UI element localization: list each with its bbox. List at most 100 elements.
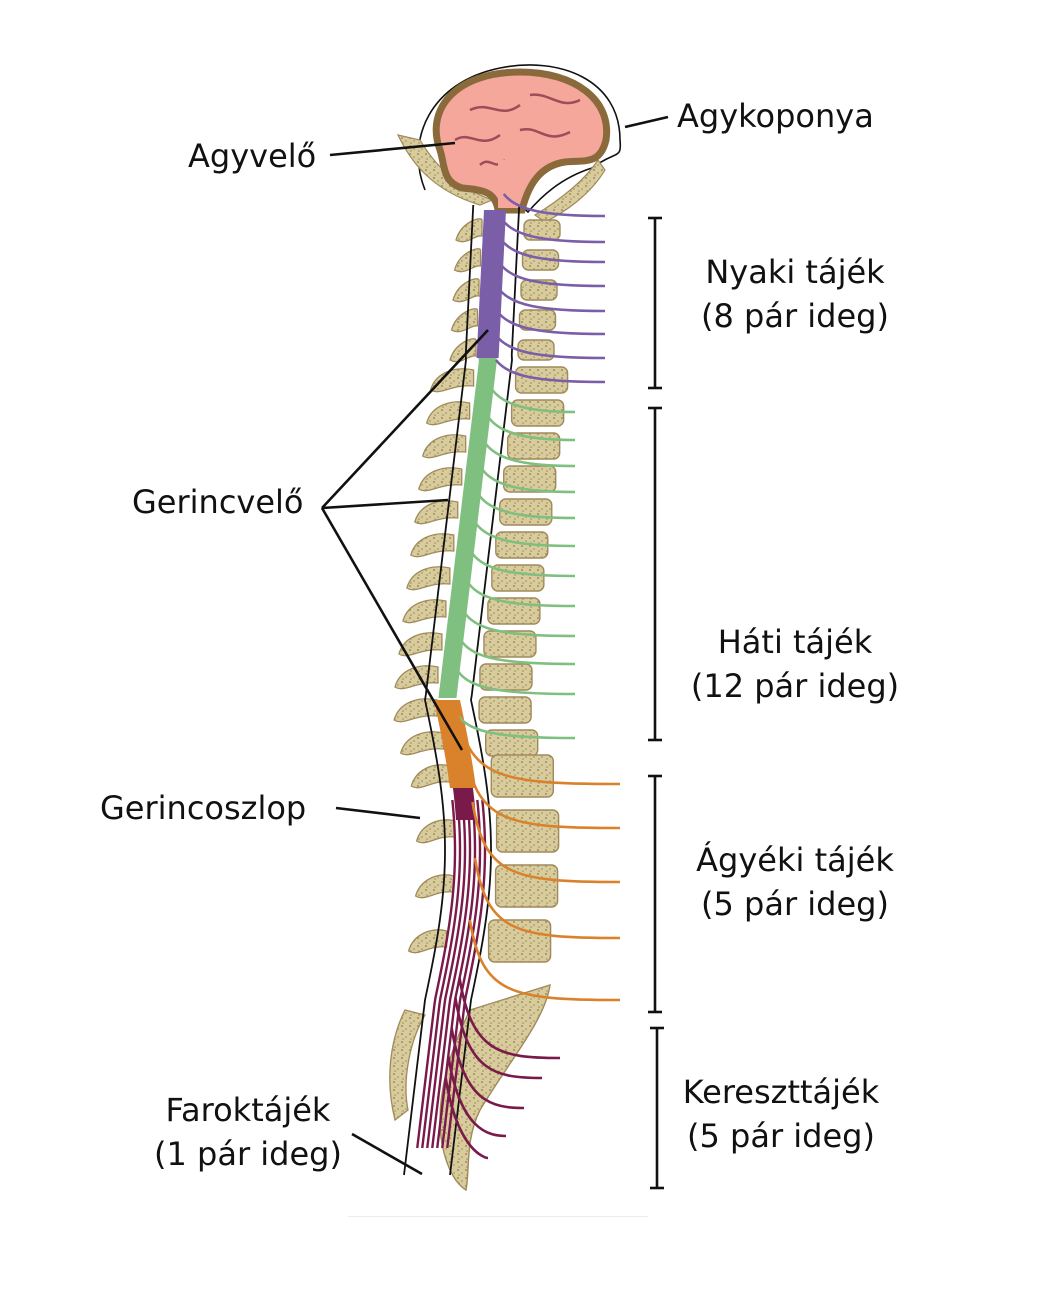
nerve-sacral	[450, 1027, 525, 1110]
bracket-sacral	[650, 1026, 664, 1190]
cauda-equina-strand	[421, 799, 462, 1149]
bracket-lumbar	[648, 774, 662, 1014]
divider	[348, 1216, 648, 1217]
nerve-cervical	[496, 311, 606, 336]
label-brain: Agyvelő	[188, 137, 317, 175]
vertebra-process	[410, 533, 455, 558]
leader-brain	[329, 141, 456, 157]
label-lumbar-title: Ágyéki tájék	[696, 841, 894, 879]
nerve-thoracic	[488, 417, 576, 442]
nerve-thoracic	[457, 715, 576, 740]
vertebra-process	[421, 434, 467, 459]
vertebra-body	[490, 754, 554, 798]
nerve-thoracic	[484, 443, 576, 468]
nerve-sacral	[444, 1077, 489, 1160]
nerve-sacral	[454, 997, 543, 1080]
cauda-equina-strand	[441, 799, 482, 1149]
nerve-thoracic	[464, 613, 576, 638]
spinal-nerves	[444, 193, 621, 1160]
nerve-thoracic	[478, 495, 576, 520]
cauda-equina-strand	[416, 799, 457, 1149]
vertebra-process	[414, 874, 455, 899]
label-thoracic-title: Háti tájék	[717, 623, 873, 661]
vertebra-process	[393, 698, 438, 723]
vertebra-process	[452, 278, 480, 303]
label-coccygeal-title: Faroktájék	[165, 1091, 331, 1129]
nerve-cervical	[501, 219, 606, 244]
vertebra-process	[417, 467, 463, 492]
vertebra-process	[415, 819, 456, 844]
leader-coccygeal	[351, 1132, 423, 1176]
vertebra-process	[453, 248, 482, 273]
label-sacral-count: (5 pár ideg)	[687, 1117, 875, 1155]
nerve-cervical	[494, 359, 606, 384]
sacral-crest	[389, 1009, 427, 1122]
cord-thoracic	[438, 358, 497, 698]
cauda-equina-strand	[426, 799, 467, 1149]
label-vertebral-column: Gerincoszlop	[100, 789, 307, 827]
occipital-bone-left	[396, 134, 494, 206]
nerve-sacral	[458, 977, 561, 1060]
vertebra-process	[429, 368, 475, 393]
cauda-equina-strand	[446, 799, 487, 1149]
vertebra-body	[510, 399, 565, 427]
cauda-equina-strand	[436, 799, 477, 1149]
nerve-thoracic	[457, 671, 576, 696]
vertebra-process	[402, 599, 447, 624]
vertebra-body	[494, 864, 559, 908]
label-spinal-cord: Gerincvelő	[132, 483, 304, 521]
nerve-thoracic	[461, 641, 576, 666]
bracket-cervical	[648, 216, 662, 390]
vertebra-body	[503, 465, 557, 493]
vertebra-body	[487, 919, 552, 963]
region-brackets	[648, 216, 664, 1190]
nerve-sacral	[446, 1055, 507, 1138]
vertebra-body	[479, 663, 533, 691]
brain	[432, 68, 611, 214]
nerve-lumbar	[473, 857, 621, 940]
label-sacral-title: Kereszttájék	[682, 1073, 880, 1111]
vertebra-process	[425, 401, 471, 426]
spinal-cord	[403, 204, 521, 1176]
bracket-thoracic	[648, 406, 662, 742]
label-coccygeal-count: (1 pár ideg)	[154, 1135, 342, 1173]
leader-skull	[624, 115, 669, 129]
vertebra-body	[483, 630, 537, 658]
vertebra-process	[455, 218, 483, 243]
leader-column	[335, 806, 421, 820]
leader-cord-thoracic	[321, 498, 449, 510]
vertebra-body	[495, 809, 560, 853]
leader-lines	[320, 115, 669, 1176]
nerve-thoracic	[471, 553, 576, 578]
nerve-lumbar	[471, 801, 621, 884]
nerve-lumbar	[468, 919, 621, 1002]
vertebra-body	[523, 219, 561, 241]
label-skull: Agykoponya	[677, 97, 874, 135]
skull-outline	[417, 64, 622, 214]
label-lumbar-count: (5 pár ideg)	[701, 885, 889, 923]
label-cervical-title: Nyaki tájék	[705, 253, 885, 291]
vertebra-body	[520, 279, 558, 301]
vertebra-process	[410, 764, 450, 789]
nerve-cervical	[502, 193, 606, 218]
vertebra-process	[406, 566, 451, 591]
nerve-cervical	[498, 288, 606, 313]
vertebra-body	[478, 696, 532, 724]
nerve-cervical	[495, 335, 606, 360]
leader-cord-cervical	[321, 329, 489, 509]
leader-cord-lumbar	[320, 507, 464, 751]
cauda-equina-strand	[431, 799, 472, 1149]
cord-cervical	[476, 210, 506, 358]
nerve-lumbar	[454, 703, 621, 786]
nerve-cervical	[499, 263, 606, 288]
nerve-lumbar	[463, 747, 621, 830]
vertebra-process	[414, 500, 459, 525]
nerve-cervical	[500, 239, 606, 264]
vertebra-process	[399, 731, 445, 756]
vertebra-process	[407, 929, 448, 954]
label-thoracic-count: (12 pár ideg)	[690, 667, 900, 705]
nerve-thoracic	[468, 583, 576, 608]
nerve-thoracic	[491, 389, 576, 414]
nerve-thoracic	[481, 469, 576, 494]
